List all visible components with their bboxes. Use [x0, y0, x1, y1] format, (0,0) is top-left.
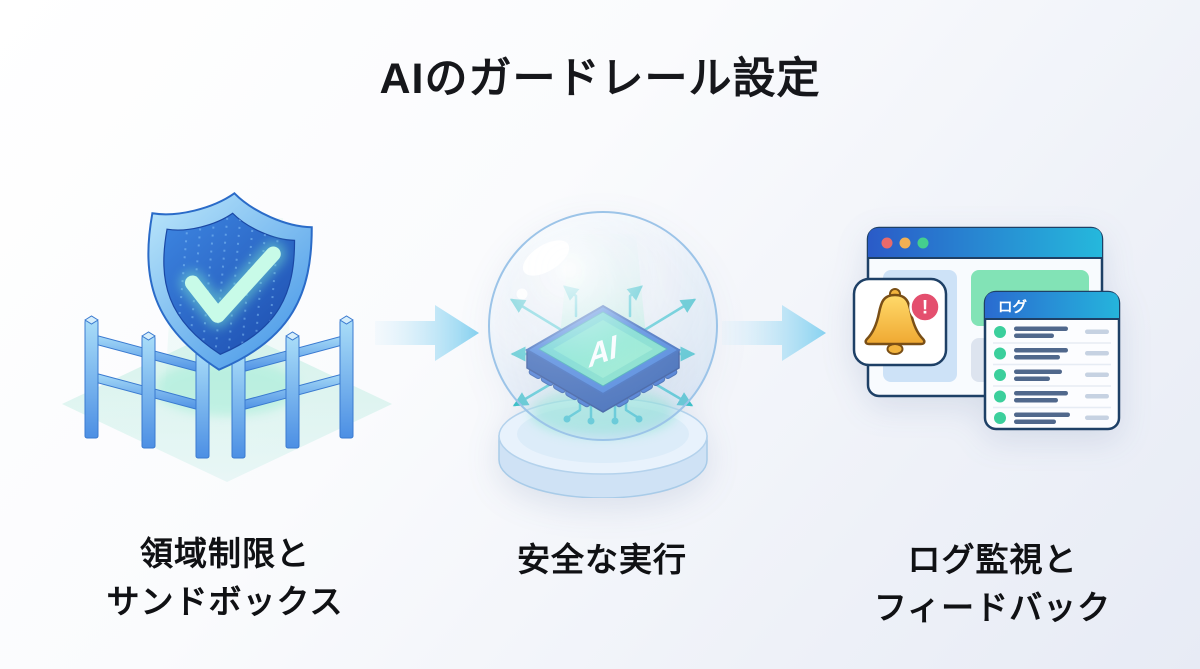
checkmark-icon	[184, 246, 281, 323]
window-control-dots	[881, 237, 929, 249]
step-label-line: フィードバック	[873, 589, 1112, 626]
step-label-log-monitoring: ログ監視と フィードバック	[820, 536, 1165, 632]
sandbox-illustration	[62, 192, 392, 482]
log-panel-title: ログ	[998, 298, 1027, 316]
log-panel: ログ	[983, 290, 1121, 431]
flow-arrow-icon	[375, 305, 479, 361]
step-label-sandbox: 領域制限と サンドボックス	[30, 530, 420, 626]
log-rows	[993, 326, 1111, 424]
alert-badge-icon: !	[909, 291, 941, 323]
fence	[84, 315, 354, 459]
glass-dome	[488, 211, 718, 441]
step-label-line: サンドボックス	[106, 583, 344, 620]
flow-arrow-icon	[722, 305, 826, 361]
page-title: AIのガードレール設定	[379, 55, 821, 103]
notification-card: !	[852, 277, 948, 367]
shield-check-icon	[147, 192, 313, 371]
alert-badge-glyph: !	[922, 298, 928, 319]
log-monitoring-illustration: ! ログ	[852, 226, 1121, 431]
step-label-line: 領域制限と	[140, 535, 310, 572]
step-label-line: ログ監視と	[907, 541, 1078, 578]
step-label-line: 安全な実行	[517, 541, 687, 578]
step-label-safe-execution: 安全な実行	[458, 536, 746, 584]
safe-execution-illustration: AI	[488, 211, 718, 498]
